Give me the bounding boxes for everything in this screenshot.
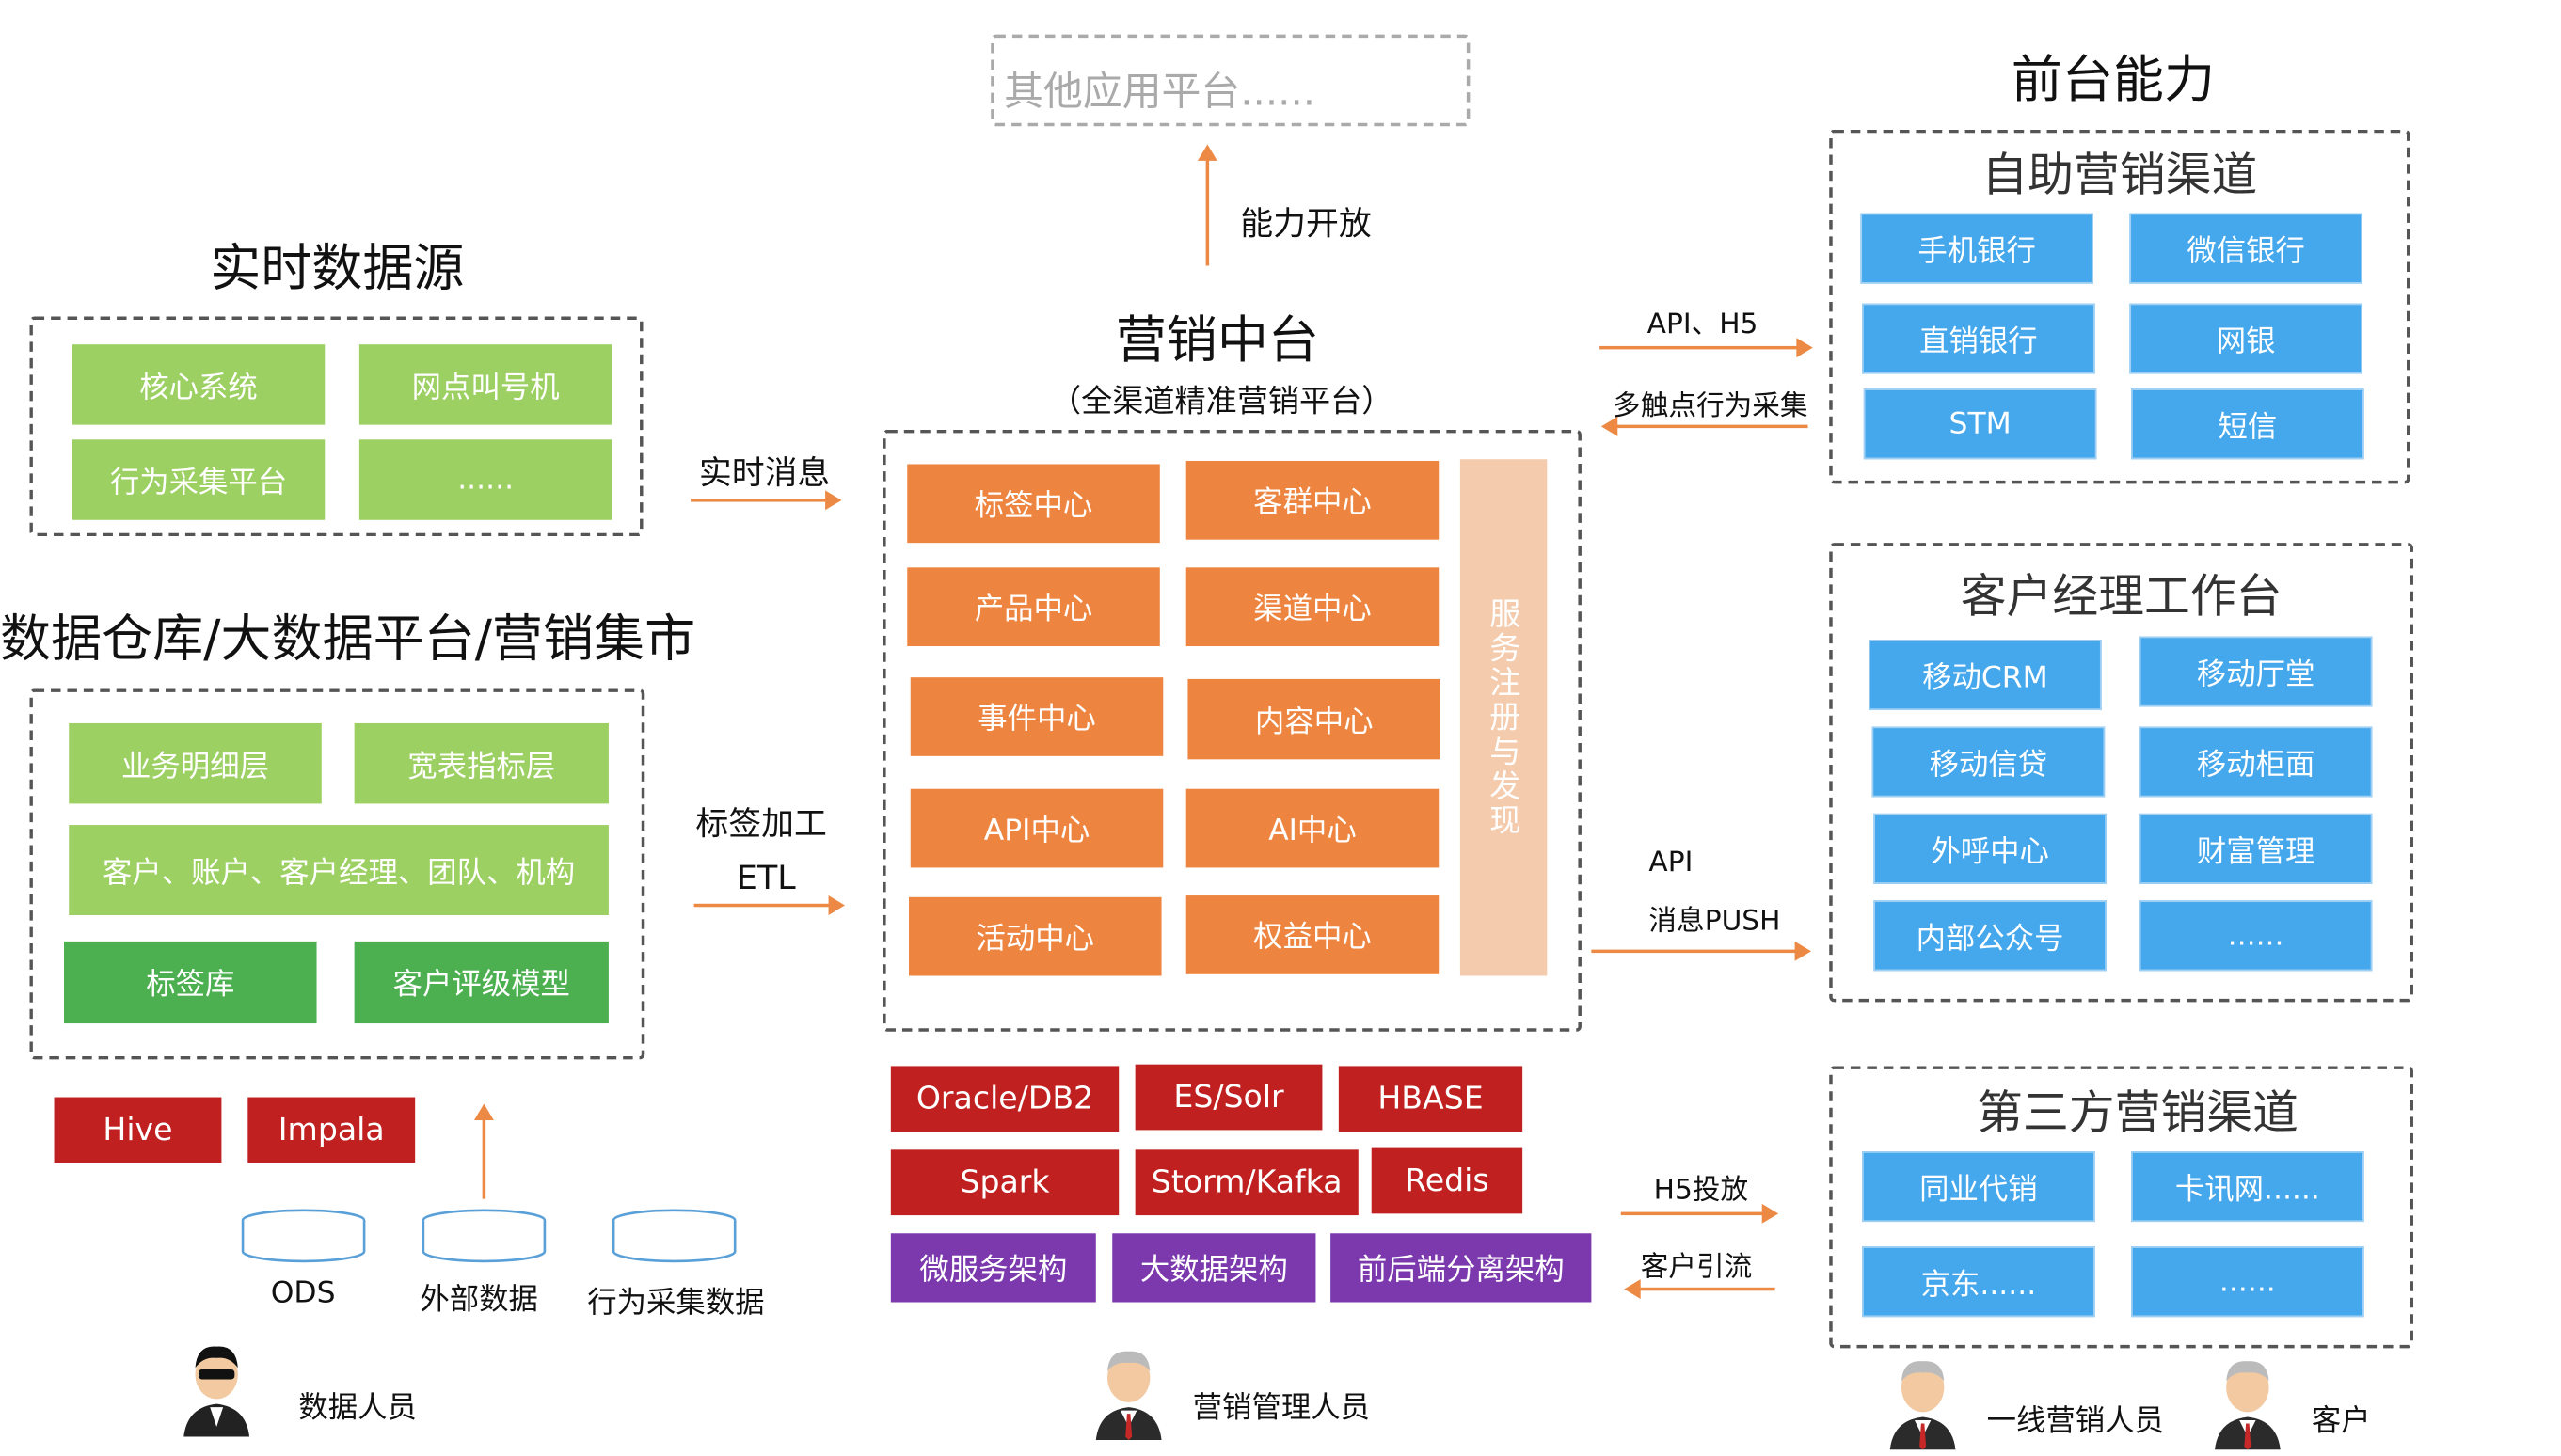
cm-workbench-item: 财富管理 [2139,813,2373,884]
push-arrow [1591,941,1812,961]
cm-workbench-item: 移动CRM [1869,640,2102,711]
arch-box: 前后端分离架构 [1330,1233,1592,1303]
center-item: API中心 [910,788,1164,868]
h5-label: H5投放 [1653,1174,1749,1208]
dw-item: 客户评级模型 [354,941,609,1024]
self-service-title: 自助营销渠道 [1981,147,2258,202]
center-title: 营销中台 [1115,311,1319,372]
cm-workbench-title: 客户经理工作台 [1960,569,2283,624]
realtime-title: 实时数据源 [210,239,465,299]
self-service-item: STM [1863,388,2097,460]
center-item: 内容中心 [1187,678,1440,760]
center-subtitle: （全渠道精准营销平台） [1049,384,1393,420]
dw-item: 客户、账户、客户经理、团队、机构 [69,825,609,915]
realtime-msg-label: 实时消息 [698,452,831,493]
third-party-item: 卡讯网...... [2131,1151,2364,1223]
center-item: 活动中心 [909,896,1162,976]
center-item: 客群中心 [1185,460,1440,540]
api-h5-arrow [1599,338,1813,358]
other-apps-box [991,34,1471,127]
third-party-item: 同业代销 [1862,1151,2095,1223]
realtime-item: 行为采集平台 [72,439,326,520]
multi-touch-label: 多触点行为采集 [1613,390,1808,423]
dw-item: 宽表指标层 [354,722,609,804]
tech-box: HBASE [1338,1066,1523,1132]
tech-box: Spark [890,1149,1120,1216]
customer-label: 客户 [2311,1403,2371,1439]
dw-item: 标签库 [64,941,317,1024]
center-item: 标签中心 [907,464,1160,544]
h5-arrow [1620,1203,1779,1224]
dw-item: 业务明细层 [69,722,322,804]
database-icon [241,1209,366,1263]
cm-workbench-item: 移动厅堂 [2139,636,2373,707]
third-party-box [1829,1066,2413,1349]
cm-workbench-item: 内部公众号 [1873,900,2107,972]
capability-open-arrow [1197,144,1217,266]
tech-box: Oracle/DB2 [890,1066,1120,1132]
tech-box: ES/Solr [1135,1064,1323,1131]
front-title: 前台能力 [2011,51,2215,110]
cm-workbench-item: 外呼中心 [1873,813,2107,884]
self-service-item: 微信银行 [2129,213,2362,284]
api-h5-label: API、H5 [1646,308,1758,341]
third-party-title: 第三方营销渠道 [1977,1085,2299,1140]
self-service-item: 短信 [2131,388,2364,460]
data-staff-label: 数据人员 [298,1390,417,1426]
arch-box: 微服务架构 [890,1233,1096,1303]
tech-box: Redis [1371,1147,1523,1214]
database-icon [612,1209,737,1263]
api-label: API [1648,846,1694,879]
service-registry: 服务注册与发现 [1459,459,1548,976]
realtime-item: 核心系统 [72,344,326,425]
push-label: 消息PUSH [1648,905,1781,939]
tag-process-label: 标签加工 [695,803,827,844]
self-service-box [1829,129,2410,484]
realtime-item: ...... [358,439,612,520]
person-icon [1889,1361,1956,1450]
center-item: 事件中心 [910,677,1164,756]
guide-label: 客户引流 [1640,1251,1753,1285]
other-apps-label: 其他应用平台...... [1004,69,1316,116]
cm-workbench-item: 移动柜面 [2139,726,2373,798]
person-icon [2214,1361,2281,1450]
third-party-item: ...... [2131,1246,2364,1318]
tech-box: Storm/Kafka [1135,1149,1359,1216]
self-service-item: 网银 [2129,303,2362,374]
center-item: AI中心 [1185,788,1440,868]
realtime-box [29,316,644,537]
mkt-mgmt-label: 营销管理人员 [1192,1390,1370,1426]
multi-touch-arrow [1600,416,1808,436]
person-icon [1095,1351,1162,1440]
etl-label: ETL [736,857,796,897]
center-item: 产品中心 [907,567,1160,647]
source-label: ODS [270,1275,336,1311]
source-up-arrow [473,1103,494,1199]
arch-box: 大数据架构 [1112,1233,1316,1303]
engine-box: Hive [54,1097,222,1163]
dw-title: 数据仓库/大数据平台/营销集市 [0,609,696,670]
cm-workbench-item: 移动信贷 [1871,726,2106,798]
third-party-item: 京东...... [1862,1246,2095,1318]
realtime-msg-arrow [691,490,842,511]
engine-box: Impala [247,1097,416,1163]
cm-workbench-item: ...... [2139,900,2373,972]
center-item: 权益中心 [1185,895,1440,974]
etl-arrow [693,895,846,915]
guide-arrow [1624,1279,1775,1300]
realtime-item: 网点叫号机 [358,344,612,425]
self-service-item: 手机银行 [1860,213,2093,284]
cm-workbench-box [1829,543,2413,1003]
frontline-label: 一线营销人员 [1986,1403,2164,1439]
center-box [883,429,1582,1032]
person-icon [183,1346,250,1437]
source-label: 外部数据 [420,1282,538,1318]
dw-box [29,688,645,1060]
center-item: 渠道中心 [1185,567,1440,647]
database-icon [422,1209,547,1263]
source-label: 行为采集数据 [587,1286,765,1321]
self-service-item: 直销银行 [1862,303,2095,374]
capability-open-label: 能力开放 [1240,203,1372,244]
